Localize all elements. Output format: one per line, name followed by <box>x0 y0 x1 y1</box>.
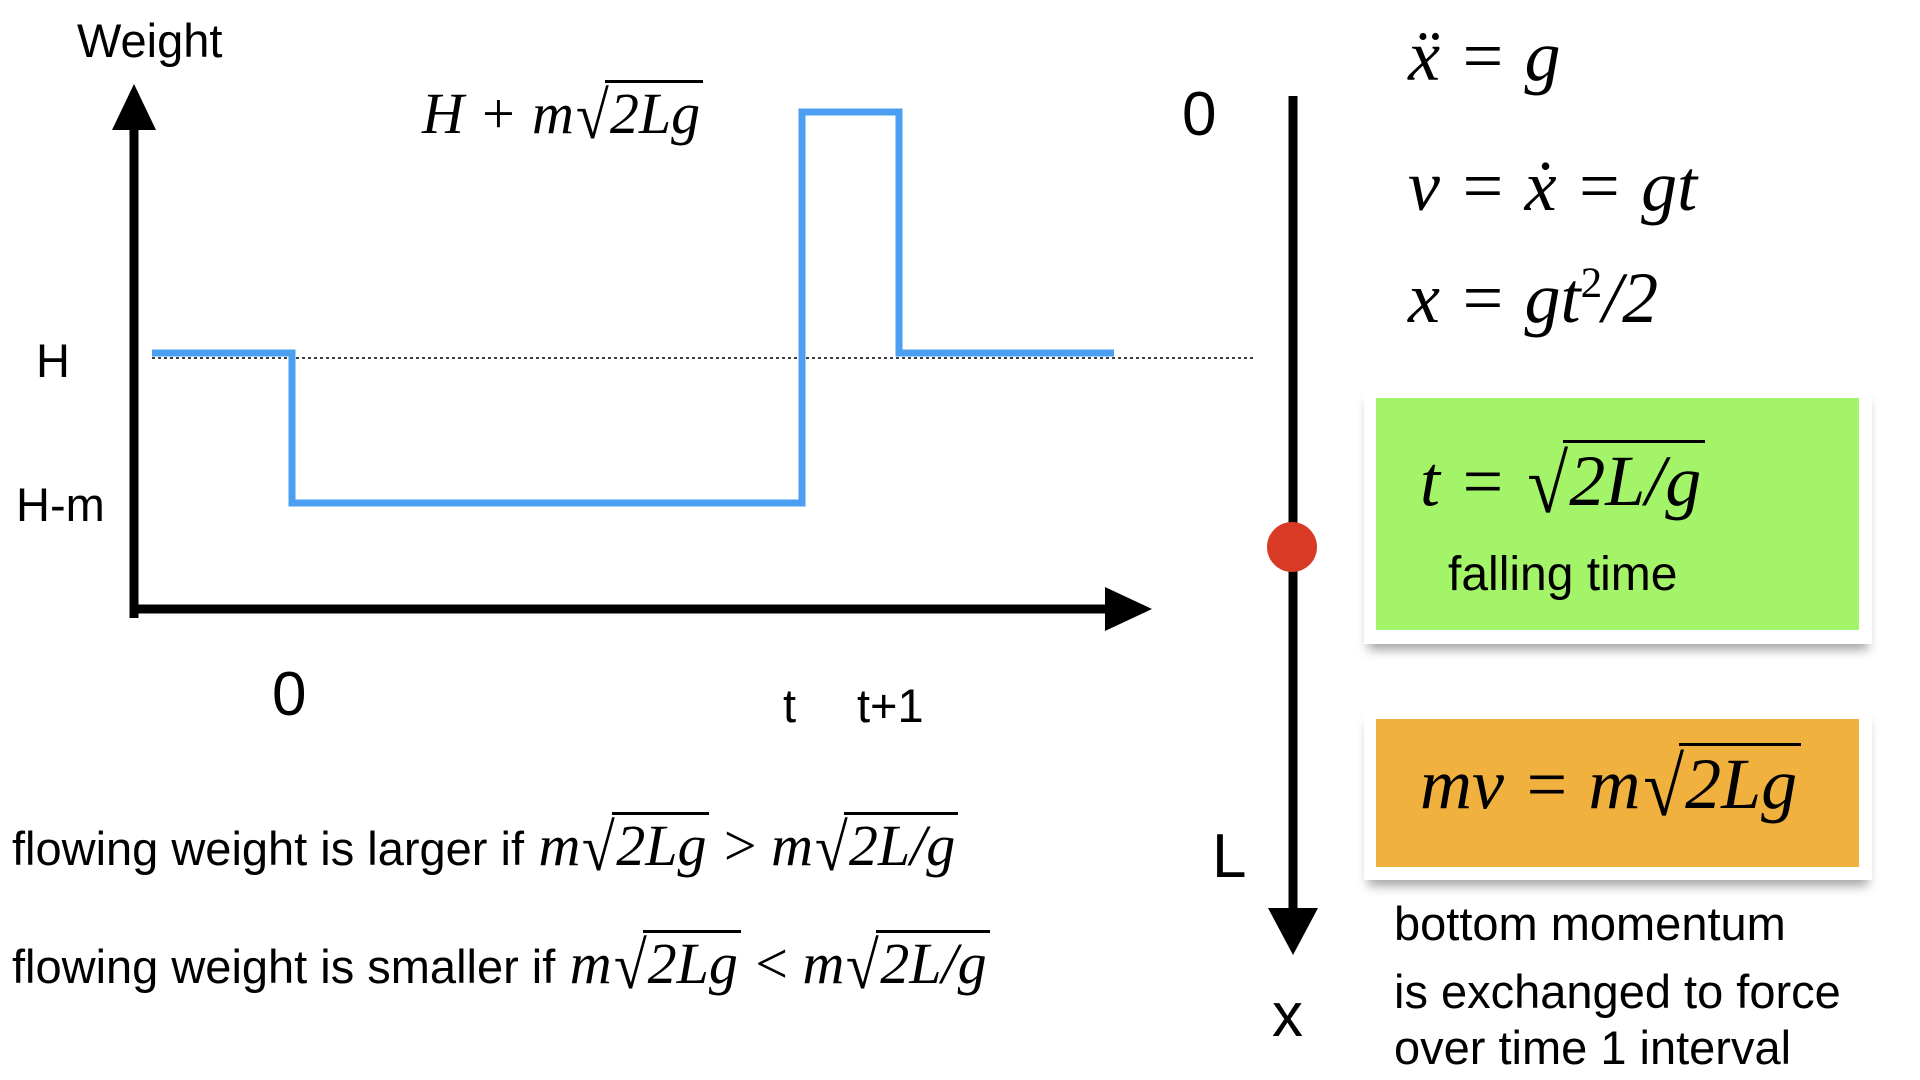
y-axis-arrowhead <box>112 84 156 130</box>
fall-axis-top-label: 0 <box>1182 80 1217 149</box>
fall-axis-arrowhead <box>1268 908 1318 955</box>
peak-weight-label: H + m√2Lg <box>422 80 703 151</box>
fall-axis-bottom-label: L <box>1212 822 1247 891</box>
peak-radicand: 2Lg <box>605 80 703 145</box>
falling-time-caption: falling time <box>1448 548 1678 601</box>
equation-velocity: v = ẋ = gt <box>1408 146 1698 226</box>
x-tick-t-plus-1: t+1 <box>857 679 924 732</box>
momentum-note-line-1: bottom momentum <box>1394 897 1786 950</box>
y-tick-h-minus-m: H-m <box>16 478 105 531</box>
y-axis-label: Weight <box>77 14 223 67</box>
peak-prefix: H + m <box>422 81 574 147</box>
momentum-note-line-2: is exchanged to force <box>1394 965 1841 1018</box>
fall-axis-label: x <box>1272 981 1303 1050</box>
weight-step-line <box>152 108 1114 507</box>
momentum-formula: mv = m√2Lg <box>1420 743 1801 829</box>
momentum-note-line-3: over time 1 interval <box>1394 1021 1792 1074</box>
falling-object-dot <box>1267 522 1317 572</box>
x-tick-0: 0 <box>272 660 307 729</box>
equation-acceleration: ẍ = g <box>1408 16 1561 96</box>
momentum-box: mv = m√2Lg <box>1376 719 1859 867</box>
y-tick-h: H <box>36 334 70 387</box>
equation-position: x = gt2/2 <box>1408 258 1659 338</box>
x-tick-t: t <box>783 679 797 732</box>
falling-time-formula: t = √2L/g <box>1420 440 1705 526</box>
falling-time-box: t = √2L/g falling time <box>1376 398 1859 630</box>
condition-larger: flowing weight is larger if m√2Lg > m√2L… <box>12 812 959 883</box>
condition-smaller: flowing weight is smaller if m√2Lg < m√2… <box>12 930 990 1001</box>
x-axis-arrowhead <box>1105 587 1152 631</box>
